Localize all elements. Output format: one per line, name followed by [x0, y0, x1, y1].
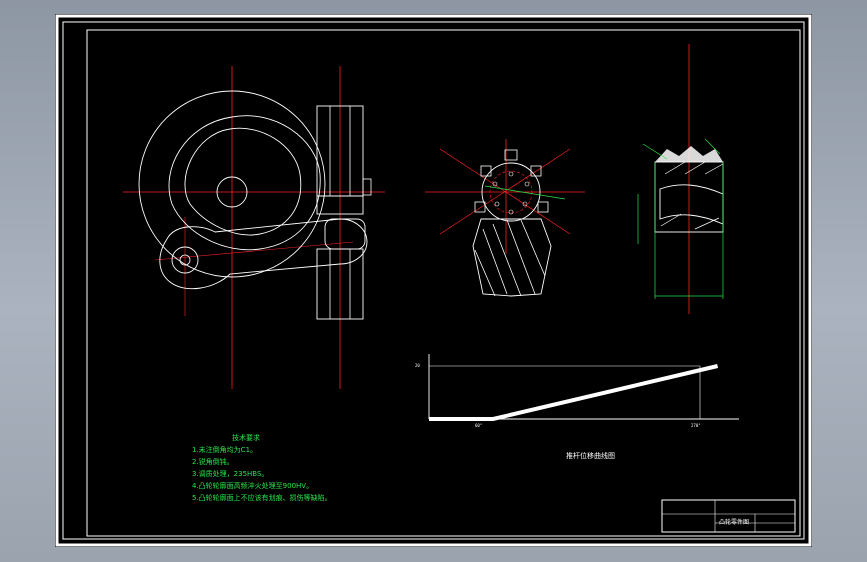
hub-disc [481, 162, 541, 222]
chart-x-tick: 270° [691, 423, 701, 428]
cam-side-view [425, 139, 585, 297]
tech-title: 技术要求 [232, 434, 260, 442]
cam-hub [216, 176, 248, 208]
cam-outer-disc [138, 90, 326, 278]
lever-pivot [171, 246, 199, 274]
drawing-sheet: 技术要求 1.未注倒角均为C1。 2.锐角倒钝。 3.调质处理，235HBS。 … [55, 14, 812, 547]
lever-arm [159, 218, 368, 290]
title-block-name: 凸轮零件图 [719, 519, 750, 526]
title-block [661, 499, 796, 533]
chart-x-tick: 60° [475, 423, 483, 428]
follower-roller-block [324, 218, 366, 250]
middle-frame [62, 21, 805, 540]
tech-item: 4.凸轮轮廓面高频淬火处理至900HV。 [192, 482, 314, 490]
chart-series-line [429, 364, 719, 421]
tech-item: 2.锐角倒钝。 [192, 458, 234, 466]
centerline-lever [154, 241, 354, 261]
technical-requirements: 技术要求 1.未注倒角均为C1。 2.锐角倒钝。 3.调质处理，235HBS。 … [192, 432, 432, 504]
cam-groove-outer [184, 127, 302, 236]
cam-section-view [637, 44, 724, 314]
tech-item: 1.未注倒角均为C1。 [192, 446, 258, 454]
chart-y-tick: 20 [415, 363, 420, 368]
inner-frame [86, 29, 801, 537]
cam-main-view [123, 66, 385, 389]
chart-caption: 推杆位移曲线图 [566, 452, 615, 460]
tech-item: 5.凸轮轮廓面上不应该有划痕、损伤等缺陷。 [192, 494, 332, 502]
cam-groove-inner [168, 115, 321, 251]
hub-base-section [472, 218, 552, 297]
tech-item: 3.调质处理，235HBS。 [192, 470, 269, 478]
cad-drawing [55, 14, 812, 547]
displacement-chart [428, 354, 739, 421]
outer-frame [55, 14, 812, 547]
